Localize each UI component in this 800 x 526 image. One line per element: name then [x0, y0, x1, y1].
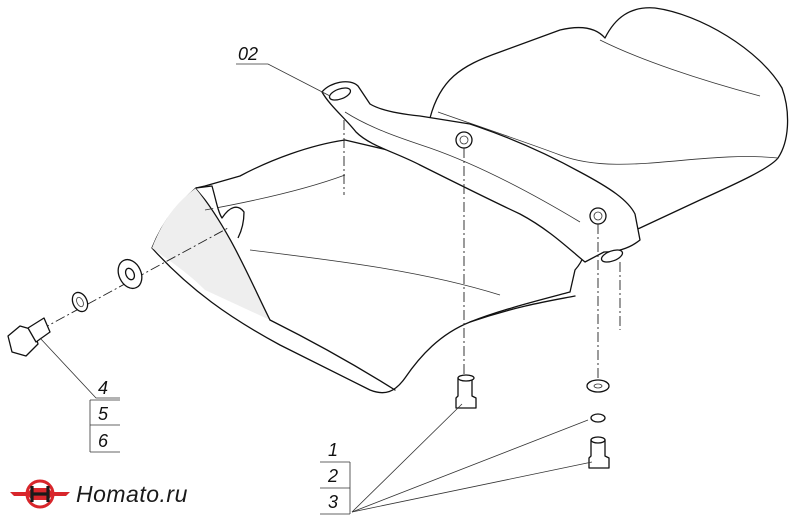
bottom-fasteners — [455, 374, 610, 469]
leader-lines — [39, 63, 593, 515]
callout-4: 4 — [98, 378, 108, 398]
callout-assembly: 02 — [238, 44, 258, 64]
left-fasteners — [7, 258, 143, 357]
callout-6: 6 — [98, 431, 109, 451]
callout-5: 5 — [98, 404, 109, 424]
axis-lines — [39, 120, 621, 380]
logo-text: Homato.ru — [76, 480, 188, 507]
bracket-strap — [321, 81, 641, 263]
callout-3: 3 — [328, 492, 338, 512]
logo-emblem-icon — [10, 479, 70, 509]
callout-1: 1 — [328, 440, 338, 460]
callout-2: 2 — [327, 466, 338, 486]
plate-main-body — [151, 139, 585, 394]
site-logo[interactable]: Homato.ru — [8, 472, 188, 516]
